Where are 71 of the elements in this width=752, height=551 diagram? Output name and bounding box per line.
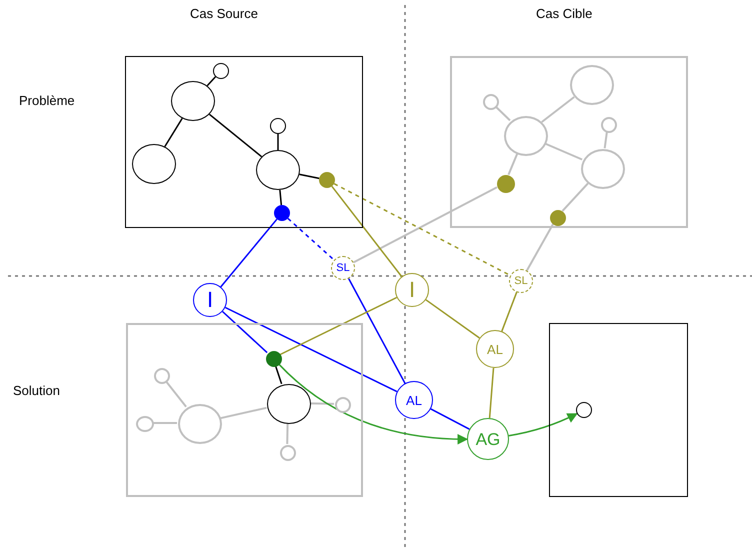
link-line bbox=[153, 422, 177, 424]
graph-vertex bbox=[154, 368, 170, 384]
link-line bbox=[164, 118, 183, 147]
graph-vertex bbox=[504, 116, 548, 156]
mapping-node: SL bbox=[509, 269, 533, 293]
graph-frame bbox=[125, 56, 363, 228]
link-line bbox=[286, 422, 289, 444]
link-line bbox=[544, 142, 582, 160]
graph-vertex bbox=[335, 397, 351, 413]
link-line bbox=[331, 186, 402, 277]
link-line bbox=[274, 365, 282, 384]
link-line bbox=[222, 310, 268, 354]
link-line bbox=[425, 299, 480, 339]
mapping-node: SL bbox=[331, 256, 355, 280]
graph-frame bbox=[549, 323, 688, 497]
mapping-dot bbox=[266, 351, 282, 367]
link-line bbox=[208, 114, 262, 158]
mapping-dot bbox=[550, 210, 566, 226]
graph-vertex bbox=[280, 445, 296, 461]
arrow bbox=[508, 413, 578, 436]
link-line bbox=[165, 380, 187, 408]
dashed-link bbox=[287, 218, 335, 261]
link-line bbox=[353, 186, 498, 264]
graph-vertex bbox=[581, 149, 625, 189]
mapping-dot bbox=[497, 175, 515, 193]
graph-vertex bbox=[171, 81, 215, 121]
graph-vertex bbox=[601, 117, 617, 133]
mapping-node: I bbox=[193, 283, 227, 317]
row-heading: Solution bbox=[13, 383, 60, 398]
link-line bbox=[348, 278, 406, 384]
link-line bbox=[279, 190, 282, 206]
link-line bbox=[310, 402, 334, 405]
link-line bbox=[501, 292, 518, 332]
graph-frame bbox=[126, 323, 363, 497]
graph-frame bbox=[450, 56, 688, 228]
mapping-node: I bbox=[395, 273, 429, 307]
graph-vertex bbox=[483, 94, 499, 110]
graph-vertex bbox=[270, 118, 286, 134]
mapping-dot bbox=[319, 172, 335, 188]
link-line bbox=[495, 106, 511, 122]
link-line bbox=[526, 224, 554, 271]
column-heading: Cas Source bbox=[190, 6, 258, 21]
link-line bbox=[488, 368, 494, 418]
link-line bbox=[277, 134, 279, 150]
link-line bbox=[541, 96, 575, 123]
graph-vertex bbox=[136, 416, 154, 432]
link-line bbox=[562, 182, 589, 212]
graph-vertex bbox=[213, 63, 229, 79]
link-line bbox=[280, 296, 398, 356]
mapping-node: AL bbox=[395, 381, 433, 419]
column-heading: Cas Cible bbox=[536, 6, 592, 21]
link-line bbox=[224, 306, 398, 392]
graph-vertex bbox=[267, 384, 311, 424]
mapping-dot bbox=[274, 205, 290, 221]
link-line bbox=[508, 153, 518, 176]
row-heading: Problème bbox=[19, 93, 75, 108]
graph-vertex bbox=[256, 150, 300, 190]
graph-vertex bbox=[570, 65, 614, 105]
mapping-node: AG bbox=[467, 418, 509, 460]
link-line bbox=[299, 174, 320, 180]
link-line bbox=[430, 408, 470, 430]
graph-vertex bbox=[576, 402, 592, 418]
link-line bbox=[220, 218, 278, 288]
link-line bbox=[220, 406, 267, 420]
link-line bbox=[604, 132, 608, 148]
graph-vertex bbox=[178, 404, 222, 444]
link-line bbox=[206, 76, 216, 86]
dashed-link bbox=[334, 183, 511, 276]
mapping-node: AL bbox=[476, 330, 514, 368]
graph-vertex bbox=[132, 144, 176, 184]
arrow bbox=[278, 363, 468, 444]
